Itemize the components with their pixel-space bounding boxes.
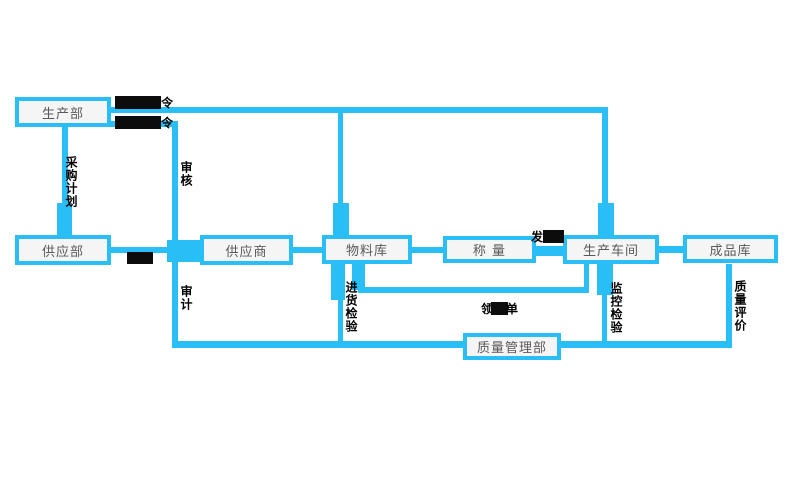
node-supply-dept: 供应部	[15, 235, 111, 265]
order-label-top-visible: 令	[161, 96, 174, 110]
node-weighing-label: 称 量	[472, 244, 507, 259]
node-material-warehouse-label: 物料库	[345, 244, 388, 259]
node-production-workshop: 生产车间	[563, 235, 659, 264]
edge-review-audit-vertical	[172, 121, 178, 348]
node-material-warehouse: 物料库	[322, 235, 412, 264]
edge-procurement-plan-vertical	[62, 127, 68, 203]
requisition-label: 领 单	[481, 302, 519, 316]
edge-supply-supplier	[111, 247, 167, 253]
label-procurement-plan: 采购计划	[64, 156, 78, 208]
edge-material-quality-vertical	[338, 300, 343, 341]
edge-weighing-workshop	[534, 246, 563, 256]
edge-finished-quality-vertical	[726, 264, 732, 341]
dispatch-label-visible: 发	[531, 230, 544, 244]
edge-quality-bottom-line	[172, 341, 732, 348]
order-label-top: 令	[115, 96, 174, 110]
arrow-block-material-bottom	[331, 264, 345, 300]
node-supply-dept-label: 供应部	[41, 244, 84, 260]
redaction-bar-order-bottom	[115, 116, 161, 129]
edge-requisition-horizontal	[358, 287, 589, 293]
edge-top-order-corner	[602, 107, 608, 203]
node-production-workshop-label: 生产车间	[582, 244, 639, 259]
node-quality-management-dept: 质量管理部	[463, 333, 561, 360]
requisition-label-prefix: 领	[481, 302, 494, 316]
node-production-dept: 生产部	[15, 97, 111, 127]
edge-workshop-quality-vertical	[602, 295, 607, 341]
node-supplier: 供应商	[200, 235, 293, 265]
label-review: 审核	[179, 161, 193, 187]
edge-workshop-finished	[659, 246, 683, 253]
node-supplier-label: 供应商	[225, 244, 268, 260]
junction-block	[167, 240, 200, 262]
arrow-block-workshop-bottom	[597, 264, 613, 295]
label-quality-evaluation: 质量评价	[733, 280, 747, 332]
arrow-block-material-bottom2	[352, 264, 365, 290]
requisition-label-suffix: 单	[506, 302, 519, 316]
redaction-bar-dispatch	[543, 230, 565, 243]
node-finished-goods-warehouse-label: 成品库	[709, 243, 752, 259]
edge-supplier-material	[293, 247, 322, 253]
edge-to-material-vertical	[338, 113, 343, 203]
edge-workshop-left-vertical	[584, 264, 589, 293]
label-incoming-inspection: 进货检验	[344, 281, 358, 333]
redaction-bar-requisition	[491, 302, 509, 315]
label-monitoring-inspection: 监控检验	[609, 282, 623, 334]
edge-material-weighing	[412, 247, 443, 253]
redaction-bar-procure-label	[127, 252, 153, 264]
order-label-bottom-visible: 令	[161, 116, 174, 130]
arrow-block-material-top	[333, 203, 349, 235]
node-finished-goods-warehouse: 成品库	[683, 235, 778, 263]
edge-top-order-line	[111, 107, 608, 113]
order-label-bottom: 令	[115, 116, 174, 130]
node-weighing: 称 量	[443, 236, 536, 263]
node-production-dept-label: 生产部	[41, 106, 84, 122]
redaction-bar-order-top	[115, 96, 161, 109]
dispatch-label: 发	[531, 230, 565, 244]
arrow-block-supply-top	[57, 203, 72, 235]
arrow-block-workshop-top	[598, 203, 614, 235]
node-quality-management-dept-label: 质量管理部	[476, 341, 547, 356]
label-audit: 审计	[179, 285, 193, 311]
